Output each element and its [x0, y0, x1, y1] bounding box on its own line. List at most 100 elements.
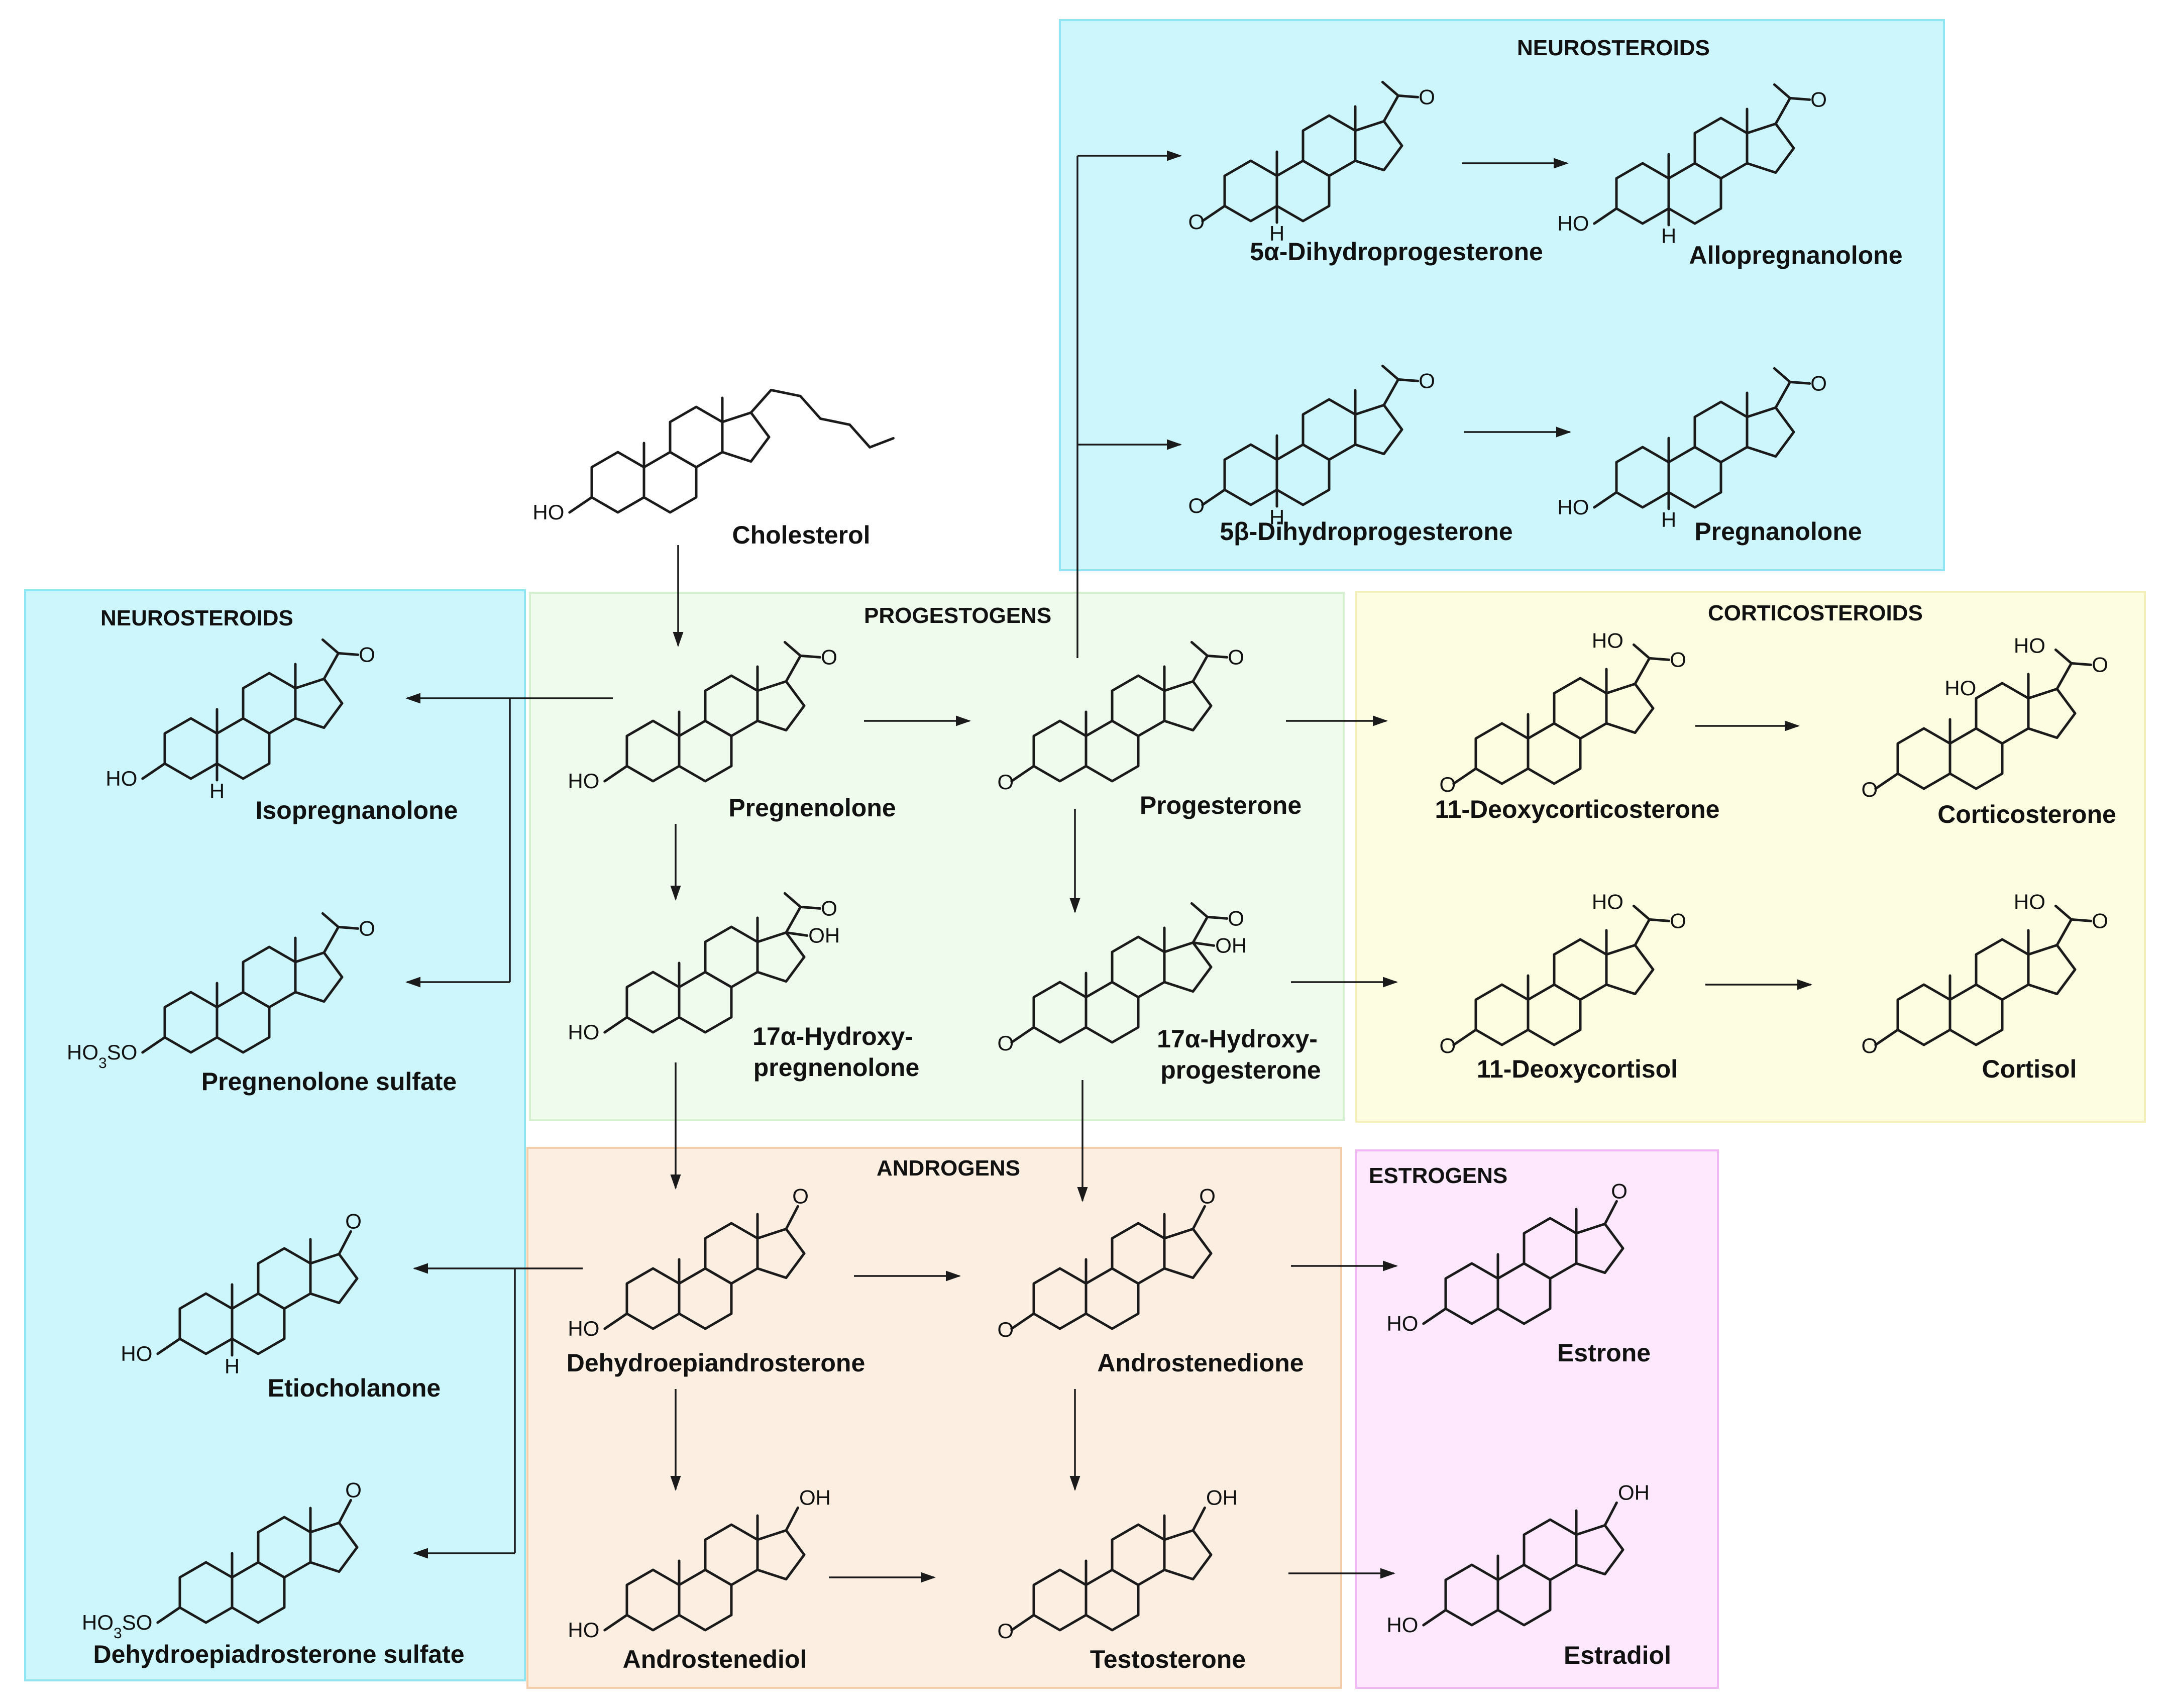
side-chain-bond-4 — [848, 423, 872, 449]
molecule-cholesterol: HO — [532, 388, 895, 524]
pathway-arrows — [405, 150, 1812, 1583]
c17-acetyl-bond — [322, 925, 340, 954]
ring-d — [2027, 687, 2077, 739]
acetyl-methyl — [1773, 83, 1792, 99]
acetyl-methyl — [2054, 904, 2073, 921]
ring-d — [1354, 120, 1403, 172]
acetyl-methyl — [783, 640, 802, 657]
hydrogen-label: H — [1661, 508, 1676, 531]
oxygen-label: O — [2092, 909, 2108, 932]
c17-acetyl-bond — [1634, 657, 1651, 685]
compound-label-ohpreg: 17α-Hydroxy- pregnenolone — [752, 1022, 920, 1082]
hydrogen-label: H — [209, 779, 225, 803]
oxygen-label: O — [997, 1031, 1014, 1055]
c17-acetyl-bond — [1191, 915, 1209, 944]
oxygen-label: O — [997, 1619, 1014, 1643]
c3-oh-bond — [1422, 1609, 1447, 1627]
hydroxyl-label: OH — [1618, 1480, 1650, 1504]
c3-sulfate-bond — [156, 1606, 181, 1624]
hydroxyl-label: HO — [105, 767, 137, 790]
molecule-androstenedione: OO — [997, 1184, 1215, 1341]
c3-keto-bond — [1201, 204, 1226, 223]
sulfate-prefix: HO — [82, 1611, 114, 1634]
oxygen-label: O — [1188, 210, 1205, 234]
oxygen-label: O — [345, 1478, 362, 1502]
c17-acetyl-bond — [322, 652, 340, 680]
sulfate-prefix: HO — [67, 1040, 98, 1064]
ring-d — [756, 931, 806, 983]
compound-label-etiocholanone: Etiocholanone — [268, 1374, 441, 1402]
c17-acetyl-bond — [1382, 94, 1400, 123]
hydroxyl-label: HO — [1592, 890, 1623, 913]
ring-d — [756, 1529, 806, 1581]
acetyl-carbonyl — [1648, 657, 1671, 661]
c17-oh-bond — [1191, 1506, 1206, 1532]
acetyl-carbonyl — [1206, 915, 1229, 920]
c3-keto-bond — [1201, 488, 1226, 506]
oxygen-label: O — [1670, 648, 1686, 671]
compound-label-estradiol: Estradiol — [1564, 1641, 1671, 1669]
hydroxyl-label: HO — [1944, 676, 1976, 700]
molecule-dhea: HOO — [568, 1184, 809, 1340]
compound-label-ohprog-line2: progesterone — [1160, 1056, 1321, 1084]
hydroxyl-label: OH — [808, 923, 840, 947]
section-title-neuro-left: NEUROSTEROIDS — [100, 606, 293, 630]
acetyl-carbonyl — [1648, 918, 1671, 922]
c3-keto-bond — [1452, 1028, 1477, 1046]
oxygen-label: O — [792, 1184, 809, 1208]
hydrogen-label: H — [1269, 222, 1284, 245]
ring-d — [1575, 1222, 1624, 1274]
hydroxyl-label: HO — [1592, 628, 1623, 652]
c3-oh-bond — [156, 1337, 181, 1355]
oxygen-label: O — [997, 770, 1014, 794]
hydroxyl-label: OH — [1215, 933, 1247, 957]
c3-keto-bond — [1874, 772, 1899, 790]
compound-label-progesterone: Progesterone — [1140, 791, 1302, 819]
ring-d — [1746, 406, 1795, 458]
compound-label-dhea: Dehydroepiandrosterone — [567, 1349, 865, 1377]
c3-keto-bond — [1010, 1614, 1035, 1632]
c3-oh-bond — [1422, 1307, 1447, 1325]
compound-label-ohpreg-line2: pregnenolone — [753, 1053, 920, 1082]
c17-oh-bond — [1603, 1501, 1618, 1527]
acetyl-carbonyl — [1397, 94, 1420, 98]
oxygen-label: O — [1611, 1179, 1628, 1203]
hydroxyl-label: HO — [121, 1342, 152, 1365]
compound-label-pregnanolone: Pregnanolone — [1694, 517, 1862, 546]
oxygen-label: O — [1228, 906, 1244, 930]
oxygen-label: O — [1810, 371, 1827, 395]
c3-oh-bond — [603, 1312, 628, 1330]
compound-label-androstenedione: Androstenedione — [1097, 1349, 1304, 1377]
c3-keto-bond — [1452, 767, 1477, 785]
ring-d — [756, 680, 806, 732]
section-title-progestogens: PROGESTOGENS — [864, 603, 1051, 628]
c17-keto-bond — [1191, 1205, 1206, 1230]
sulfate-suffix: SO — [107, 1040, 138, 1064]
hydrogen-label: H — [1269, 505, 1284, 529]
ring-d — [1746, 122, 1795, 174]
hydroxyl-label: HO — [532, 500, 564, 524]
c17-acetyl-bond — [2055, 918, 2073, 946]
sulfate-sub: 3 — [98, 1055, 107, 1072]
acetyl-carbonyl — [2070, 918, 2093, 922]
c17-acetyl-bond — [1774, 96, 1792, 125]
acetyl-carbonyl — [337, 652, 360, 656]
hydroxyl-label: HO — [1557, 211, 1589, 235]
section-title-neuro-top: NEUROSTEROIDS — [1517, 36, 1710, 60]
hydrogen-label: H — [225, 1354, 240, 1378]
ring-d — [294, 951, 344, 1003]
oxygen-label: O — [997, 1318, 1014, 1341]
compound-label-dheas: Dehydroepiadrosterone sulfate — [93, 1640, 464, 1668]
ring-d — [756, 1227, 806, 1279]
oxygen-label: O — [359, 643, 375, 666]
compound-label-doc: 11-Deoxycorticosterone — [1435, 795, 1720, 823]
oxygen-label: O — [1199, 1184, 1216, 1208]
